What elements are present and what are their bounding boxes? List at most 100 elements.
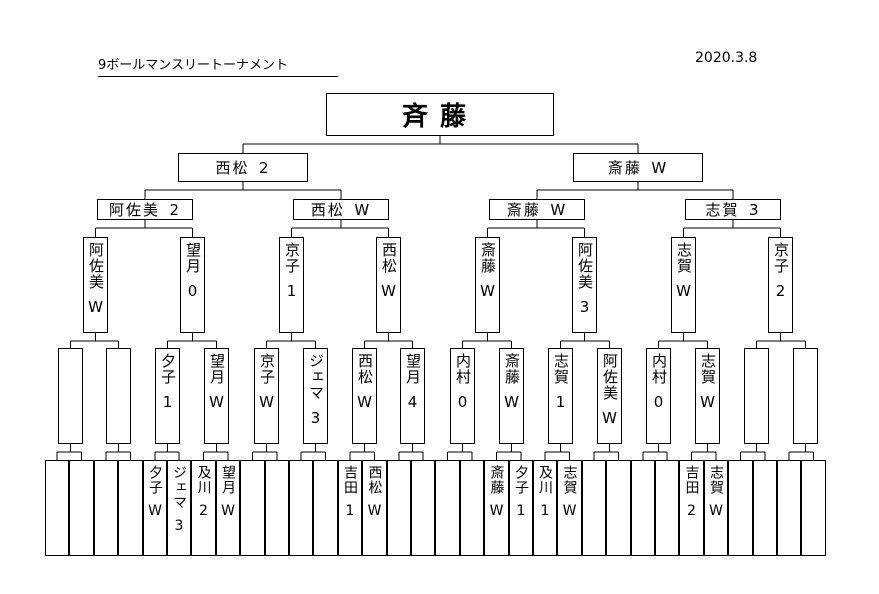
player-result: 1 (540, 503, 550, 519)
player-result: 2 (687, 503, 696, 519)
player-result: W (209, 393, 224, 411)
round32-slot (582, 460, 606, 556)
champion-box: 斉藤 (326, 93, 554, 136)
quarterfinal-box: 西松 W (376, 237, 401, 333)
round32-slot (753, 460, 777, 556)
round16-box (793, 348, 818, 444)
player-result: W (602, 409, 617, 427)
player-result: 3 (310, 409, 321, 427)
player-result: 1 (162, 393, 173, 411)
semifinal-box: 志賀 3 (685, 199, 781, 220)
player-result: 0 (187, 282, 198, 300)
player-name: 夕子 (159, 353, 177, 385)
round32-slot (631, 460, 655, 556)
round16-box (58, 348, 83, 444)
round32-slot (265, 460, 289, 556)
player-name: 及川 (537, 465, 553, 495)
player-name: 望月 (184, 242, 202, 274)
finalist-box-label: 斎藤 W (607, 159, 669, 177)
player-result: W (148, 503, 162, 519)
player-name: 及川 (195, 465, 212, 495)
round32-slot (606, 460, 631, 556)
semifinal-box: 阿佐美 2 (97, 199, 193, 220)
player-result: 2 (199, 503, 208, 519)
player-name: 内村 (650, 353, 668, 385)
semifinal-box-label: 志賀 3 (705, 201, 761, 219)
round32-slot (289, 460, 313, 556)
round32-slot: 及川 1 (533, 460, 557, 556)
round32-slot (411, 460, 435, 556)
player-name: 京子 (772, 242, 790, 274)
finalist-box: 西松 2 (178, 153, 308, 182)
quarterfinal-box: 望月 0 (180, 237, 205, 333)
player-result: W (504, 393, 519, 411)
round32-slot (69, 460, 94, 556)
player-result: W (221, 503, 235, 519)
player-result: W (357, 393, 372, 411)
player-name: 夕子 (513, 465, 529, 495)
player-name: 吉田 (342, 465, 358, 495)
round32-slot: 夕子 W (143, 460, 167, 556)
player-name: 阿佐美 (87, 242, 105, 290)
champion-name: 斉藤 (401, 102, 478, 132)
player-result: 2 (775, 282, 786, 300)
round16-box: 内村 0 (450, 348, 475, 444)
player-result: 1 (555, 393, 566, 411)
page-title: 9ボールマンスリートーナメント (98, 54, 338, 77)
player-result: W (88, 298, 103, 316)
quarterfinal-box: 阿佐美 3 (572, 237, 597, 333)
player-name: 斎藤 (479, 242, 497, 274)
player-name: 西松 (356, 353, 374, 385)
round16-box: 志賀 1 (548, 348, 573, 444)
round16-box (106, 348, 131, 444)
player-result: W (489, 503, 504, 519)
player-result: W (381, 282, 396, 300)
player-name: 夕子 (147, 465, 163, 495)
player-name: 京子 (283, 242, 301, 274)
quarterfinal-box: 京子 1 (279, 237, 304, 333)
round32-slot (728, 460, 753, 556)
player-result: W (562, 503, 577, 519)
round16-box: 斎藤 W (499, 348, 524, 444)
round16-box: 夕子 1 (155, 348, 180, 444)
round32-slot (240, 460, 265, 556)
semifinal-box: 西松 W (293, 199, 389, 220)
round32-slot (655, 460, 679, 556)
player-name: 志賀 (708, 465, 724, 495)
player-result: 3 (174, 518, 184, 534)
player-name: 志賀 (699, 353, 717, 385)
player-name: 西松 (380, 242, 398, 274)
player-result: 3 (579, 298, 590, 316)
finalist-box-label: 西松 2 (215, 159, 271, 177)
semifinal-box-label: 阿佐美 2 (108, 201, 182, 219)
semifinal-box-label: 西松 W (310, 201, 372, 219)
player-name: 阿佐美 (576, 242, 594, 290)
player-result: 0 (457, 393, 468, 411)
round32-slot (45, 460, 69, 556)
player-name: 西松 (366, 465, 383, 495)
player-name: 志賀 (552, 353, 570, 385)
player-result: 4 (407, 393, 418, 411)
semifinal-box-label: 斎藤 W (506, 201, 568, 219)
player-name: 斎藤 (503, 353, 521, 385)
finalist-box: 斎藤 W (573, 153, 703, 182)
semifinal-box: 斎藤 W (489, 199, 585, 220)
round32-slot (387, 460, 411, 556)
round32-slot: 及川 2 (191, 460, 216, 556)
player-result: 1 (286, 282, 297, 300)
player-name: 志賀 (675, 242, 693, 274)
player-name: 内村 (454, 353, 472, 385)
round16-box (744, 348, 769, 444)
